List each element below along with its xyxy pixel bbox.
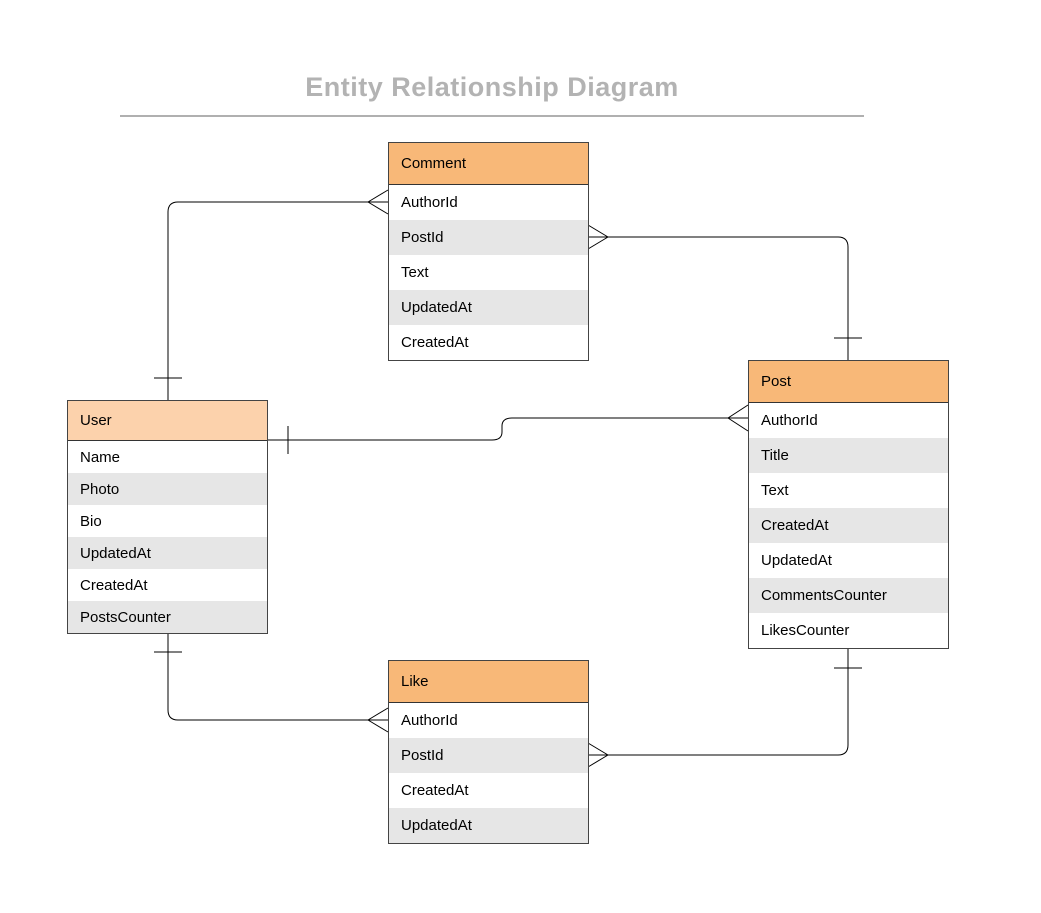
entity-attribute-row[interactable]: CreatedAt — [389, 325, 588, 360]
entity-attribute-row[interactable]: Photo — [68, 473, 267, 505]
relationship-post-has-many-likes[interactable] — [587, 647, 862, 768]
entity-attribute-row[interactable]: PostId — [389, 220, 588, 255]
crowfoot-many-marker — [367, 719, 389, 733]
crowfoot-many-marker — [367, 201, 389, 215]
entity-attribute-row[interactable]: AuthorId — [389, 703, 588, 738]
crowfoot-many-marker — [587, 236, 609, 250]
entity-attribute-row[interactable]: Name — [68, 441, 267, 473]
crowfoot-many-marker — [367, 189, 389, 203]
connector-line — [267, 417, 728, 441]
connector-line — [167, 201, 368, 400]
entity-attribute-row[interactable]: UpdatedAt — [389, 290, 588, 325]
entity-attribute-row[interactable]: PostsCounter — [68, 601, 267, 633]
relationship-user-has-many-likes[interactable] — [154, 632, 389, 733]
crowfoot-many-marker — [727, 404, 749, 419]
entity-attribute-row[interactable]: CreatedAt — [389, 773, 588, 808]
connector-line — [608, 647, 849, 756]
relationship-user-has-many-comments[interactable] — [154, 189, 389, 400]
entity-attribute-row[interactable]: Text — [749, 473, 948, 508]
title-divider-line — [120, 115, 864, 117]
crowfoot-many-marker — [367, 707, 389, 721]
relationship-post-has-many-comments[interactable] — [587, 224, 862, 360]
entity-attribute-row[interactable]: UpdatedAt — [389, 808, 588, 843]
crowfoot-many-marker — [587, 742, 609, 756]
entity-header[interactable]: User — [68, 401, 267, 441]
crowfoot-many-marker — [727, 417, 749, 432]
entity-attribute-row[interactable]: Text — [389, 255, 588, 290]
entity-attribute-row[interactable]: UpdatedAt — [749, 543, 948, 578]
entity-header[interactable]: Like — [389, 661, 588, 703]
entity-attribute-row[interactable]: CommentsCounter — [749, 578, 948, 613]
entity-attribute-row[interactable]: CreatedAt — [749, 508, 948, 543]
entity-attribute-row[interactable]: LikesCounter — [749, 613, 948, 648]
entity-attribute-row[interactable]: UpdatedAt — [68, 537, 267, 569]
entity-title: Comment — [401, 155, 467, 172]
entity-attribute-row[interactable]: Bio — [68, 505, 267, 537]
connector-line — [167, 632, 368, 721]
relationship-user-has-many-posts[interactable] — [267, 404, 749, 454]
entity-attribute-row[interactable]: AuthorId — [389, 185, 588, 220]
entity-title: User — [80, 412, 112, 429]
entity-header[interactable]: Comment — [389, 143, 588, 185]
crowfoot-many-marker — [587, 754, 609, 768]
connector-line — [608, 236, 849, 360]
entity-title: Like — [401, 673, 429, 690]
entity-header[interactable]: Post — [749, 361, 948, 403]
entity-attribute-row[interactable]: Title — [749, 438, 948, 473]
entity-attribute-row[interactable]: PostId — [389, 738, 588, 773]
entity-attribute-row[interactable]: CreatedAt — [68, 569, 267, 601]
diagram-title: Entity Relationship Diagram — [305, 72, 679, 102]
entity-attribute-row[interactable]: AuthorId — [749, 403, 948, 438]
crowfoot-many-marker — [587, 224, 609, 238]
entity-title: Post — [761, 373, 792, 390]
